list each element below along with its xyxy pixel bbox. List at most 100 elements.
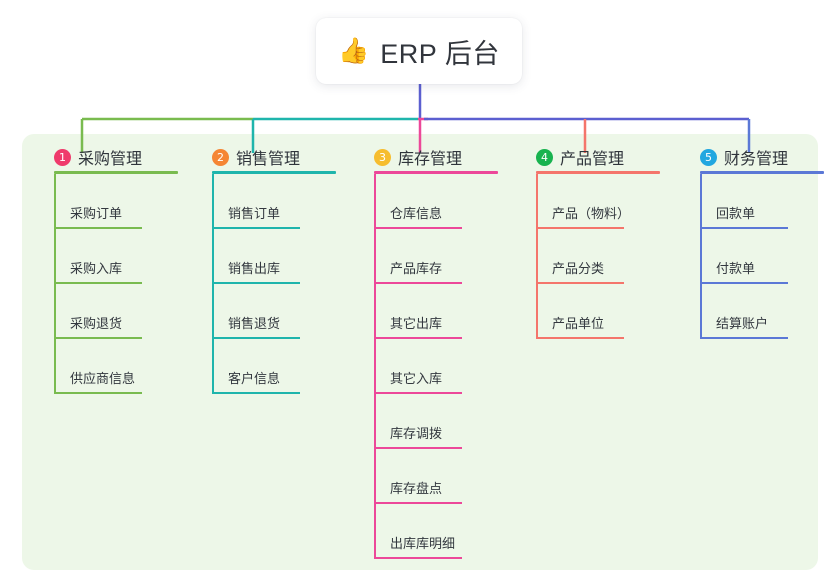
branch-header-underline — [212, 171, 336, 174]
branch-item-spine — [374, 449, 376, 502]
branch-item-spine — [536, 284, 538, 337]
branch-item[interactable]: 库存调拨 — [374, 394, 513, 449]
branch-item[interactable]: 结算账户 — [700, 284, 839, 339]
branch-item-underline — [536, 337, 624, 339]
branch-item-underline — [374, 557, 462, 559]
branch-item-spine — [700, 229, 702, 282]
root-node[interactable]: 👍 ERP 后台 — [316, 18, 522, 84]
branch-item-underline — [212, 392, 300, 394]
branch-item-underline — [212, 337, 300, 339]
branch-item[interactable]: 其它出库 — [374, 284, 513, 339]
branch-item[interactable]: 出库库明细 — [374, 504, 513, 559]
branch-item-label: 销售退货 — [228, 316, 281, 331]
branch-number-badge: 5 — [700, 148, 717, 166]
branch-item-underline — [54, 337, 142, 339]
branch-item-spine — [700, 284, 702, 337]
branch-item-spine — [54, 284, 56, 337]
branch-item-spine — [374, 284, 376, 337]
branch-item-label: 采购订单 — [70, 206, 123, 221]
branch-item[interactable]: 回款单 — [700, 174, 839, 229]
branch-item[interactable]: 销售退货 — [212, 284, 351, 339]
branch-item-spine — [374, 229, 376, 282]
branch-item-label: 产品（物料） — [552, 206, 631, 221]
branch-item[interactable]: 付款单 — [700, 229, 839, 284]
branch-item-underline — [374, 337, 462, 339]
branch-item[interactable]: 采购入库 — [54, 229, 193, 284]
branch-header-underline — [374, 171, 498, 174]
branch-title: 采购管理 — [78, 151, 143, 168]
branch-item[interactable]: 产品库存 — [374, 229, 513, 284]
branch-item-label: 仓库信息 — [390, 206, 443, 221]
branch-column-purchase: 1 采购管理采购订单采购入库采购退货供应商信息 — [38, 143, 193, 394]
branch-item[interactable]: 库存盘点 — [374, 449, 513, 504]
branch-item[interactable]: 供应商信息 — [54, 339, 193, 394]
branch-item-list: 回款单付款单结算账户 — [700, 174, 839, 339]
branch-item[interactable]: 产品（物料） — [536, 174, 675, 229]
branch-item-spine — [374, 394, 376, 447]
branch-item[interactable]: 产品分类 — [536, 229, 675, 284]
branch-item-underline — [536, 282, 624, 284]
branch-item[interactable]: 客户信息 — [212, 339, 351, 394]
branch-item-list: 销售订单销售出库销售退货客户信息 — [212, 174, 351, 394]
branch-header-finance[interactable]: 5 财务管理 — [684, 143, 839, 171]
branch-item-label: 客户信息 — [228, 371, 281, 386]
branch-item-spine — [700, 174, 702, 227]
branch-item-underline — [54, 227, 142, 229]
branch-item-label: 采购入库 — [70, 261, 123, 276]
branch-item-label: 产品库存 — [390, 261, 443, 276]
branch-item-underline — [212, 282, 300, 284]
branch-item-underline — [536, 227, 624, 229]
branch-item-spine — [374, 504, 376, 557]
branch-item-list: 采购订单采购入库采购退货供应商信息 — [54, 174, 193, 394]
branch-item-spine — [212, 229, 214, 282]
branch-item-spine — [212, 174, 214, 227]
branch-item-spine — [536, 229, 538, 282]
branch-item-label: 其它出库 — [390, 316, 443, 331]
branch-item-underline — [374, 282, 462, 284]
branch-item-underline — [54, 282, 142, 284]
branch-header-underline — [54, 171, 178, 174]
branch-title: 产品管理 — [560, 151, 625, 168]
branch-item[interactable]: 产品单位 — [536, 284, 675, 339]
branch-header-underline — [700, 171, 824, 174]
branch-header-underline — [536, 171, 660, 174]
branch-item-underline — [374, 227, 462, 229]
branch-item-label: 结算账户 — [716, 316, 769, 331]
branch-number-badge: 4 — [536, 148, 553, 166]
branch-title: 财务管理 — [724, 151, 789, 168]
branch-item[interactable]: 其它入库 — [374, 339, 513, 394]
branch-column-product: 4 产品管理产品（物料） 产品分类产品单位 — [520, 143, 675, 339]
branch-item-spine — [536, 174, 538, 227]
branch-column-sales: 2 销售管理销售订单销售出库销售退货客户信息 — [196, 143, 351, 394]
branch-item-underline — [54, 392, 142, 394]
branch-item-list: 产品（物料） 产品分类产品单位 — [536, 174, 675, 339]
branch-item-spine — [374, 339, 376, 392]
branch-item-spine — [54, 339, 56, 392]
branch-header-purchase[interactable]: 1 采购管理 — [38, 143, 193, 171]
branch-number-badge: 1 — [54, 148, 71, 166]
branch-item[interactable]: 销售出库 — [212, 229, 351, 284]
branch-item-label: 销售出库 — [228, 261, 281, 276]
branch-item[interactable]: 采购退货 — [54, 284, 193, 339]
branch-item-spine — [374, 174, 376, 227]
branch-item-spine — [54, 174, 56, 227]
branch-header-product[interactable]: 4 产品管理 — [520, 143, 675, 171]
branch-item-label: 库存盘点 — [390, 481, 443, 496]
root-title: ERP 后台 — [380, 38, 500, 69]
branch-item[interactable]: 仓库信息 — [374, 174, 513, 229]
branch-item-label: 销售订单 — [228, 206, 281, 221]
branch-number-badge: 2 — [212, 148, 229, 166]
branch-item-label: 其它入库 — [390, 371, 443, 386]
branch-item-label: 产品分类 — [552, 261, 605, 276]
branch-title: 销售管理 — [236, 151, 301, 168]
branch-item[interactable]: 采购订单 — [54, 174, 193, 229]
branch-item[interactable]: 销售订单 — [212, 174, 351, 229]
branch-number-badge: 3 — [374, 148, 391, 166]
branch-header-sales[interactable]: 2 销售管理 — [196, 143, 351, 171]
branch-item-label: 供应商信息 — [70, 371, 136, 386]
branch-item-underline — [700, 282, 788, 284]
branch-item-label: 产品单位 — [552, 316, 605, 331]
